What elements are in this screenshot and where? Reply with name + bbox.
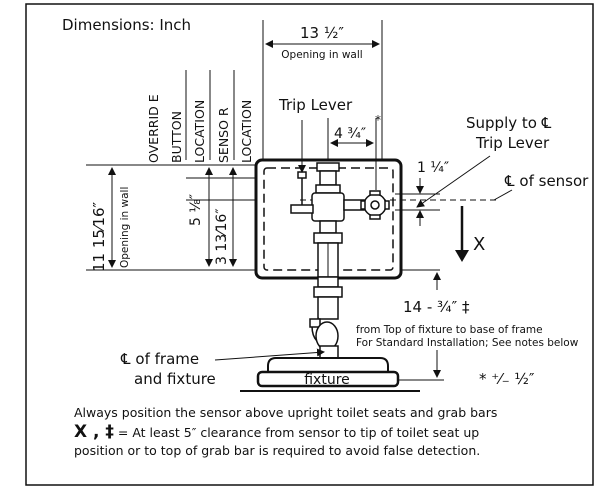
dim-1-label: 1 ¼″ [417, 160, 449, 176]
note-symbols: X , ‡ [74, 422, 114, 442]
flush-valve-icon [290, 162, 390, 278]
col-sensor-1: SENSO R [216, 107, 231, 163]
trip-lever-label: Trip Lever [278, 96, 353, 114]
dim-5-label: 5 ⅛″ [188, 194, 204, 226]
note-line-1: Always position the sensor above upright… [74, 405, 498, 420]
dim-3-label: 3 13⁄16″ [214, 208, 230, 265]
cl-frame-label-1: ℄ of frame [120, 350, 199, 368]
cl-sensor-label: ℄ of sensor [504, 172, 589, 190]
standard-label: For Standard Installation; See notes bel… [356, 337, 579, 349]
dim-top-sublabel: Opening in wall [281, 49, 362, 61]
diagram-border [25, 3, 594, 486]
dim-14-label: 14 - ¾″ ‡ [403, 298, 470, 316]
supply-leader [416, 155, 491, 208]
col-override-3: LOCATION [192, 100, 207, 163]
dim-top-label: 13 ½″ [300, 24, 344, 42]
dim-4-label: 4 ¾″ [334, 126, 366, 142]
dim-11-sublabel: Opening in wall [119, 187, 131, 268]
fixture-label: fixture [304, 372, 350, 388]
note-line-2-text: = At least 5″ clearance from sensor to t… [113, 425, 480, 440]
supply-label-1: Supply to ℄ [466, 114, 552, 132]
col-sensor-2: LOCATION [239, 100, 254, 163]
note-line-2: X , ‡ = At least 5″ clearance from senso… [74, 423, 479, 442]
cl-frame-leader [214, 348, 325, 361]
from-top-label: from Top of fixture to base of frame [356, 324, 543, 336]
col-override-2: BUTTON [169, 111, 184, 163]
x-arrowhead [455, 250, 469, 262]
units-label: Dimensions: Inch [62, 16, 191, 34]
col-override-1: OVERRID E [146, 94, 161, 163]
tolerance-label: * ⁺⁄₋ ½″ [479, 370, 535, 388]
dim-11-label: 11 15⁄16″ [90, 201, 108, 272]
dim-4-asterisk: * [375, 113, 381, 127]
fixture-icon [240, 357, 420, 392]
cl-frame-label-2: and fixture [134, 370, 216, 388]
pipe-icon [309, 276, 343, 371]
supply-label-2: Trip Lever [475, 134, 550, 152]
x-label: X [473, 234, 485, 255]
note-line-3: position or to top of grab bar is requir… [74, 443, 481, 458]
cl-sensor-leader [493, 189, 513, 201]
